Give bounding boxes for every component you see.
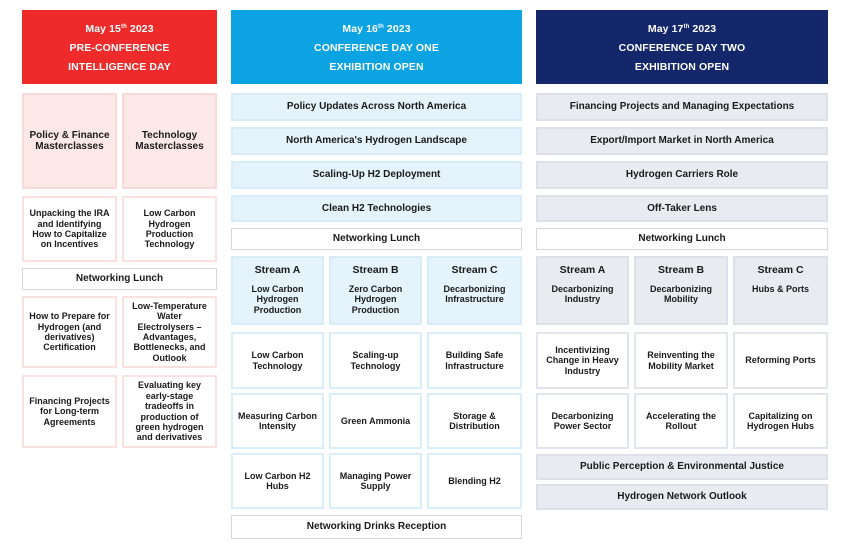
day1-subtitle: INTELLIGENCE DAY [68, 60, 171, 73]
day3-stream-a-session-1[interactable]: Incentivizing Change in Heavy Industry [536, 332, 629, 389]
stream-title: Stream B [657, 264, 705, 276]
day3-header: May 17th 2023 CONFERENCE DAY TWO EXHIBIT… [536, 10, 828, 84]
day1-session-b2[interactable]: Low-Temperature Water Electrolysers – Ad… [122, 296, 217, 368]
day3-closing-1[interactable]: Public Perception & Environmental Justic… [536, 454, 828, 480]
day3-subtitle: EXHIBITION OPEN [634, 60, 730, 73]
day3-stream-c-header[interactable]: Stream C Hubs & Ports [733, 256, 828, 325]
stream-title: Stream C [757, 264, 804, 276]
day1-date: May 15th 2023 [85, 22, 154, 35]
day2-plenary-1[interactable]: Policy Updates Across North America [231, 93, 522, 121]
day3-closing-2[interactable]: Hydrogen Network Outlook [536, 484, 828, 510]
stream-subtitle: Zero Carbon Hydrogen Production [348, 284, 403, 315]
day2-date: May 16th 2023 [342, 22, 411, 35]
day3-plenary-1[interactable]: Financing Projects and Managing Expectat… [536, 93, 828, 121]
day2-stream-a-session-3[interactable]: Low Carbon H2 Hubs [231, 453, 324, 509]
stream-subtitle: Decarbonizing Industry [551, 284, 614, 305]
day2-plenary-2[interactable]: North America's Hydrogen Landscape [231, 127, 522, 155]
day2-plenary-4[interactable]: Clean H2 Technologies [231, 195, 522, 222]
day2-networking-drinks: Networking Drinks Reception [231, 515, 522, 539]
masterclass-policy-finance[interactable]: Policy & Finance Masterclasses [22, 93, 117, 189]
day2-stream-b-session-3[interactable]: Managing Power Supply [329, 453, 422, 509]
day3-date: May 17th 2023 [647, 22, 717, 35]
day2-title: CONFERENCE DAY ONE [314, 41, 439, 54]
day1-session-a1[interactable]: Unpacking the IRA and Identifying How to… [22, 196, 117, 262]
day3-networking-lunch: Networking Lunch [536, 228, 828, 250]
stream-title: Stream A [254, 264, 301, 276]
stream-subtitle: Hubs & Ports [751, 284, 809, 295]
day3-plenary-2[interactable]: Export/Import Market in North America [536, 127, 828, 155]
day1-session-b3[interactable]: Evaluating key early-stage tradeoffs in … [122, 375, 217, 448]
day3-stream-c-session-2[interactable]: Capitalizing on Hydrogen Hubs [733, 393, 828, 449]
day2-stream-a-header[interactable]: Stream A Low Carbon Hydrogen Production [231, 256, 324, 325]
day2-stream-c-header[interactable]: Stream C Decarbonizing Infrastructure [427, 256, 522, 325]
stream-title: Stream B [352, 264, 399, 276]
day2-networking-lunch: Networking Lunch [231, 228, 522, 250]
stream-title: Stream C [451, 264, 498, 276]
day3-stream-b-session-2[interactable]: Accelerating the Rollout [634, 393, 728, 449]
day2-header: May 16th 2023 CONFERENCE DAY ONE EXHIBIT… [231, 10, 522, 84]
day3-title: CONFERENCE DAY TWO [618, 41, 746, 54]
day3-stream-b-session-1[interactable]: Reinventing the Mobility Market [634, 332, 728, 389]
day1-session-a2[interactable]: How to Prepare for Hydrogen (and derivat… [22, 296, 117, 368]
day2-subtitle: EXHIBITION OPEN [329, 60, 424, 73]
day3-plenary-3[interactable]: Hydrogen Carriers Role [536, 161, 828, 189]
masterclass-technology[interactable]: Technology Masterclasses [122, 93, 217, 189]
stream-subtitle: Decarbonizing Infrastructure [443, 284, 506, 305]
day2-stream-c-session-1[interactable]: Building Safe Infrastructure [427, 332, 522, 389]
day2-stream-b-session-2[interactable]: Green Ammonia [329, 393, 422, 449]
day3-stream-b-header[interactable]: Stream B Decarbonizing Mobility [634, 256, 728, 325]
day2-stream-a-session-2[interactable]: Measuring Carbon Intensity [231, 393, 324, 449]
day2-stream-a-session-1[interactable]: Low Carbon Technology [231, 332, 324, 389]
day2-stream-b-header[interactable]: Stream B Zero Carbon Hydrogen Production [329, 256, 422, 325]
day1-header: May 15th 2023 PRE-CONFERENCE INTELLIGENC… [22, 10, 217, 84]
day2-stream-b-session-1[interactable]: Scaling-up Technology [329, 332, 422, 389]
stream-title: Stream A [559, 264, 606, 276]
day2-stream-c-session-3[interactable]: Blending H2 [427, 453, 522, 509]
day3-plenary-4[interactable]: Off-Taker Lens [536, 195, 828, 222]
day2-plenary-3[interactable]: Scaling-Up H2 Deployment [231, 161, 522, 189]
day3-stream-a-session-2[interactable]: Decarbonizing Power Sector [536, 393, 629, 449]
day2-stream-c-session-2[interactable]: Storage & Distribution [427, 393, 522, 449]
day1-title: PRE-CONFERENCE [69, 41, 170, 54]
day3-stream-a-header[interactable]: Stream A Decarbonizing Industry [536, 256, 629, 325]
stream-subtitle: Decarbonizing Mobility [649, 284, 712, 305]
stream-subtitle: Low Carbon Hydrogen Production [251, 284, 304, 315]
day1-networking-lunch: Networking Lunch [22, 268, 217, 290]
day1-session-b1[interactable]: Low Carbon Hydrogen Production Technolog… [122, 196, 217, 262]
day1-session-a3[interactable]: Financing Projects for Long-term Agreeme… [22, 375, 117, 448]
day3-stream-c-session-1[interactable]: Reforming Ports [733, 332, 828, 389]
